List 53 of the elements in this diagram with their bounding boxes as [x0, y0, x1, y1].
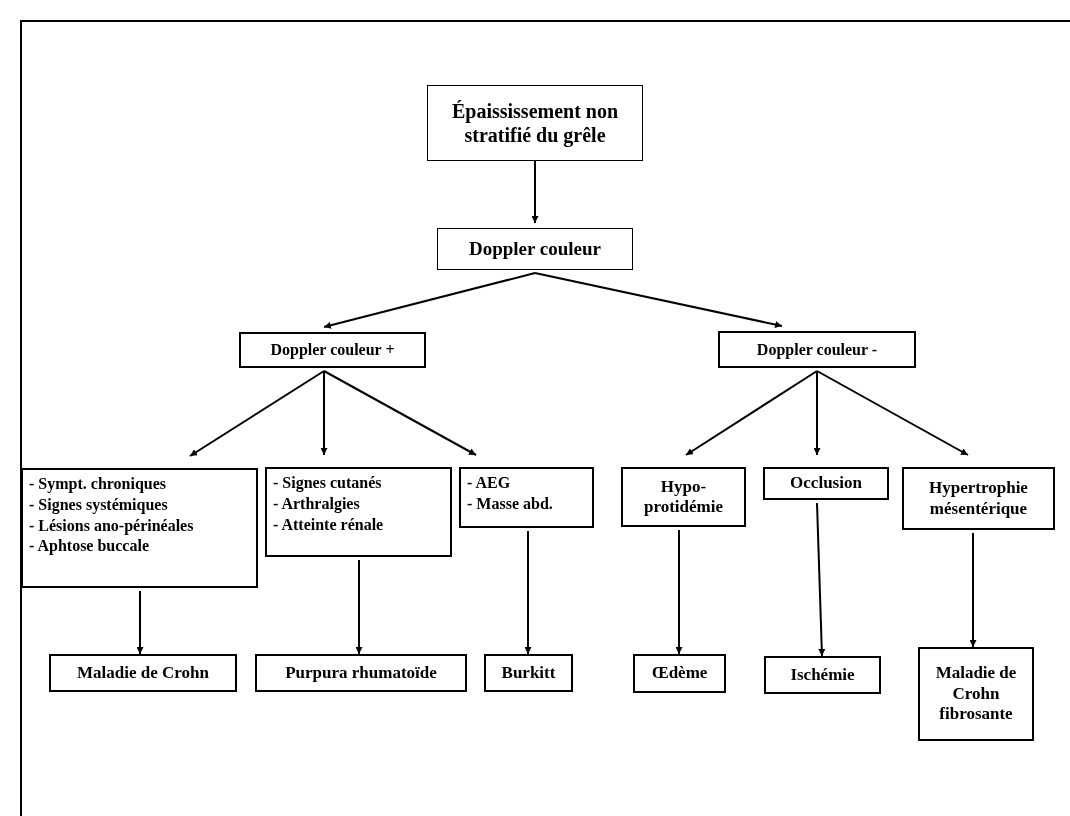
process-box — [918, 647, 1034, 741]
process-box — [21, 468, 258, 588]
arrow — [534, 272, 783, 328]
box-label: Burkitt — [501, 662, 556, 684]
process-box — [265, 467, 452, 557]
arrow — [323, 272, 536, 329]
arrow — [323, 370, 477, 456]
arrow — [675, 529, 683, 655]
arrow — [524, 530, 532, 655]
list-item: - AEG — [467, 473, 511, 493]
process-box — [49, 654, 237, 692]
box-label: Doppler couleur — [468, 237, 602, 261]
process-box — [902, 467, 1055, 530]
arrow — [685, 370, 818, 456]
box-label: Maladie de Crohn fibrosante — [934, 663, 1018, 725]
arrow — [136, 590, 144, 655]
process-box — [763, 467, 889, 500]
process-box — [459, 467, 594, 528]
arrow — [320, 370, 328, 456]
arrow — [813, 370, 821, 456]
list-item: - Signes cutanés — [273, 473, 382, 494]
list-item: - Sympt. chroniques — [29, 474, 167, 495]
process-box — [764, 656, 881, 694]
arrow — [816, 502, 826, 657]
box-label: Purpura rhumatoïde — [285, 662, 437, 684]
arrow — [531, 160, 539, 224]
arrow — [355, 559, 363, 655]
list-item: - Masse abd. — [467, 493, 553, 514]
list-item: - Signes systémiques — [29, 494, 168, 516]
list-item: - Arthralgies — [273, 493, 360, 515]
box-label: Doppler couleur - — [756, 339, 878, 360]
box-label: Doppler couleur + — [270, 340, 395, 360]
box-label: Épaississement non stratifié du grêle — [450, 99, 620, 147]
list-item: - Lésions ano-périnéales — [29, 515, 194, 537]
arrow — [189, 370, 325, 457]
process-box — [437, 228, 633, 270]
box-label: Œdème — [651, 663, 708, 684]
list-item: - Aphtose buccale — [29, 536, 149, 557]
process-box — [239, 332, 426, 368]
process-box — [255, 654, 467, 692]
process-box — [633, 654, 726, 693]
box-label: Ischémie — [790, 664, 855, 686]
box-label: Occlusion — [790, 473, 862, 494]
process-box — [621, 467, 746, 527]
box-label: Hypertrophie mésentérique — [928, 478, 1029, 519]
process-box — [484, 654, 573, 692]
arrow — [816, 370, 969, 456]
list-item: - Atteinte rénale — [273, 514, 384, 535]
process-box — [718, 331, 916, 368]
arrow — [969, 532, 977, 648]
process-box — [427, 85, 643, 161]
box-label: Maladie de Crohn — [77, 662, 209, 684]
box-label: Hypo-protidémie — [643, 476, 724, 518]
